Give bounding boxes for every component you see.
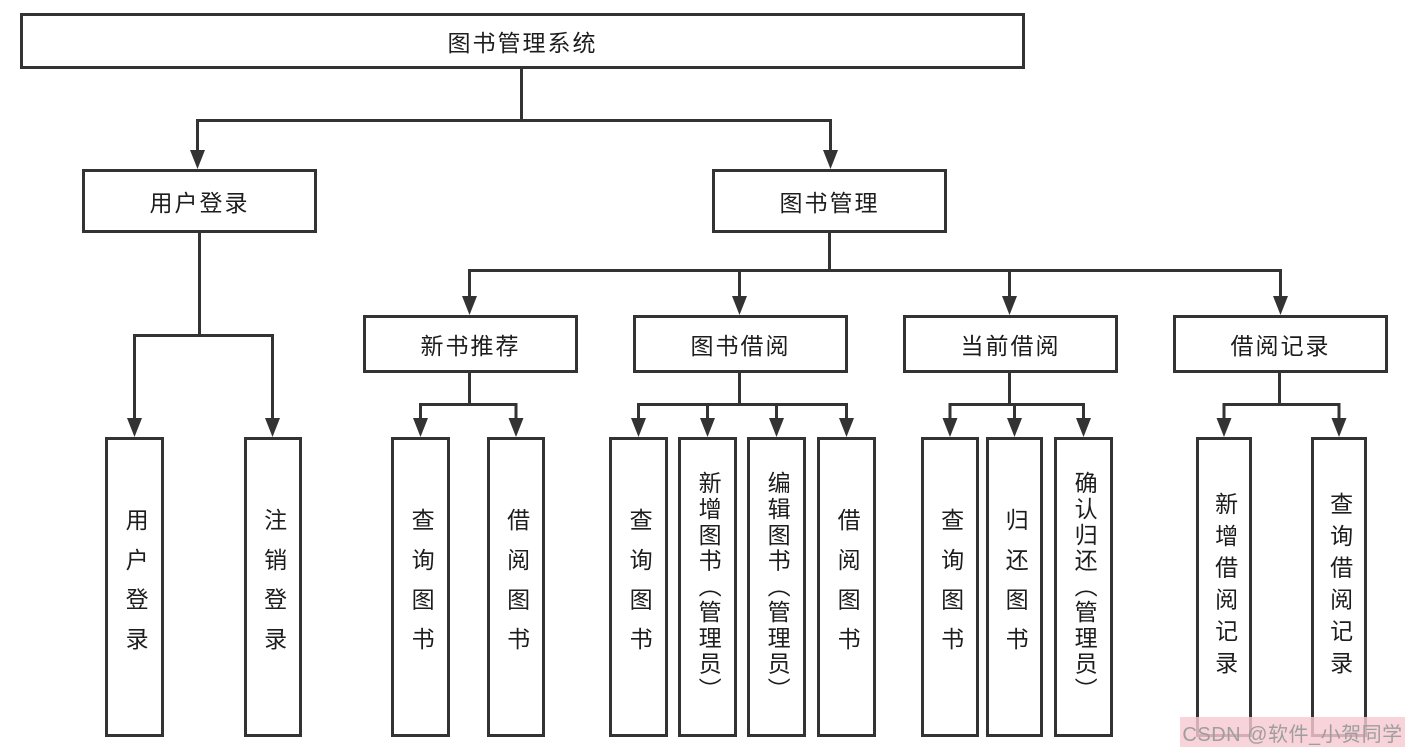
node-book-borrow: 图书借阅 <box>633 315 848 373</box>
node-current-borrow-label: 当前借阅 <box>960 333 1061 359</box>
arrowheads <box>127 150 1347 437</box>
node-query-books-borrow-label: 查询图书 <box>626 507 653 667</box>
node-borrow-books-borrow-label: 借阅图书 <box>834 507 861 667</box>
node-book-management-label: 图书管理 <box>779 190 880 216</box>
node-borrow-books-recommend-label: 借阅图书 <box>503 507 530 667</box>
node-query-books-recommend-label: 查询图书 <box>408 507 435 667</box>
node-add-borrow-record: 新增借阅记录 <box>1196 437 1252 737</box>
node-query-books-borrow: 查询图书 <box>609 437 668 737</box>
node-borrow-records-label: 借阅记录 <box>1230 333 1331 359</box>
node-user-login-leaf-label: 用户登录 <box>122 507 149 667</box>
node-borrow-records: 借阅记录 <box>1173 315 1388 373</box>
node-logout-label: 注销登录 <box>260 507 287 667</box>
node-user-login-label: 用户登录 <box>149 190 250 216</box>
node-edit-books-admin-label: 编辑图书（管理员） <box>764 471 791 703</box>
node-return-books: 归还图书 <box>986 437 1043 737</box>
node-root: 图书管理系统 <box>20 13 1025 69</box>
node-query-books-current-label: 查询图书 <box>937 507 964 667</box>
node-user-login: 用户登录 <box>82 169 317 233</box>
node-add-books-admin-label: 新增图书（管理员） <box>695 471 722 703</box>
watermark-text: CSDN @软件_小贺同学 <box>1182 723 1403 746</box>
node-user-login-leaf: 用户登录 <box>105 437 164 737</box>
node-query-borrow-record: 查询借阅记录 <box>1311 437 1367 737</box>
watermark-band: CSDN @软件_小贺同学 <box>1180 717 1405 747</box>
node-edit-books-admin: 编辑图书（管理员） <box>747 437 806 737</box>
node-query-books-recommend: 查询图书 <box>391 437 450 737</box>
node-confirm-return-admin: 确认归还（管理员） <box>1054 437 1113 737</box>
node-new-book-recommend-label: 新书推荐 <box>420 333 521 359</box>
node-query-books-current: 查询图书 <box>921 437 979 737</box>
node-borrow-books-recommend: 借阅图书 <box>487 437 545 737</box>
node-logout: 注销登录 <box>244 437 302 737</box>
node-return-books-label: 归还图书 <box>1002 507 1029 667</box>
node-add-books-admin: 新增图书（管理员） <box>678 437 737 737</box>
node-borrow-books-borrow: 借阅图书 <box>817 437 876 737</box>
node-confirm-return-admin-label: 确认归还（管理员） <box>1071 471 1098 703</box>
node-book-borrow-label: 图书借阅 <box>690 333 791 359</box>
node-add-borrow-record-label: 新增借阅记录 <box>1211 491 1238 683</box>
node-current-borrow: 当前借阅 <box>903 315 1118 373</box>
node-query-borrow-record-label: 查询借阅记录 <box>1326 491 1353 683</box>
node-book-management: 图书管理 <box>712 169 947 233</box>
node-root-label: 图书管理系统 <box>447 30 598 56</box>
node-new-book-recommend: 新书推荐 <box>363 315 578 373</box>
